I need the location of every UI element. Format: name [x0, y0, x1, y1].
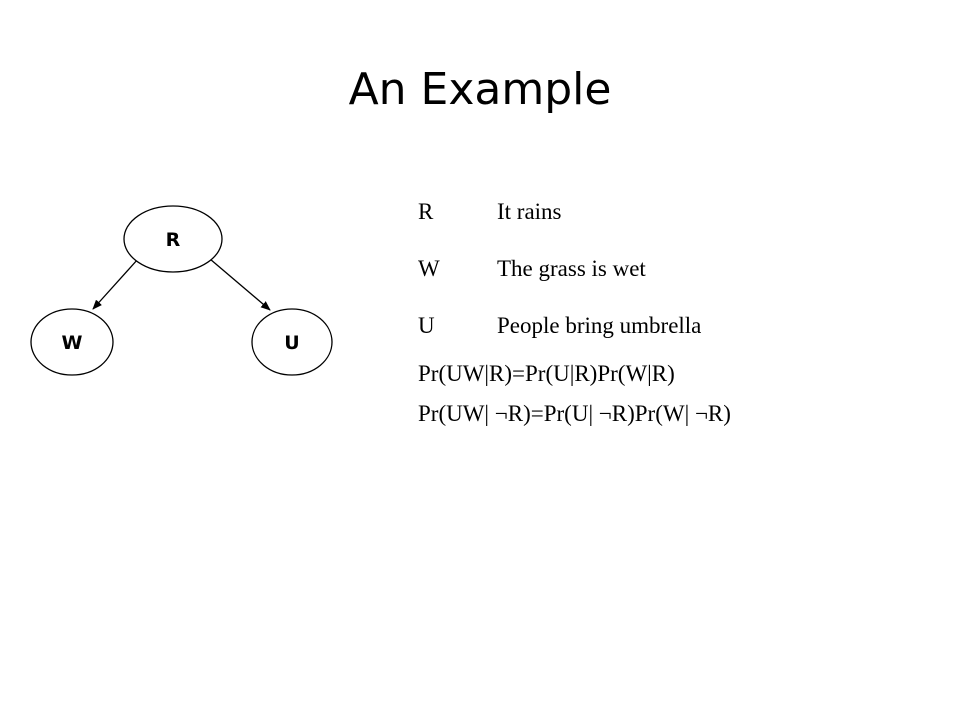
- node-w-label: W: [62, 332, 83, 354]
- variable-symbol: U: [418, 313, 435, 338]
- edge-r-to-u: [209, 258, 271, 311]
- variable-description: People bring umbrella: [497, 313, 702, 338]
- variable-definitions: R It rains W The grass is wet U People b…: [418, 198, 701, 369]
- formula-given-not-r: Pr(UW| ¬R)=Pr(U| ¬R)Pr(W| ¬R): [418, 401, 731, 426]
- node-w: W: [30, 308, 114, 376]
- variable-row-r: R It rains: [418, 198, 701, 226]
- node-u-label: U: [284, 332, 299, 354]
- node-u: U: [251, 308, 333, 376]
- variable-row-u: U People bring umbrella: [418, 312, 701, 340]
- formula-given-r: Pr(UW|R)=Pr(U|R)Pr(W|R): [418, 361, 675, 386]
- node-r: R: [123, 205, 223, 273]
- slide-title: An Example: [348, 64, 612, 115]
- variable-description: The grass is wet: [497, 256, 646, 281]
- variable-symbol: R: [418, 199, 434, 224]
- node-r-label: R: [166, 229, 181, 251]
- variable-symbol: W: [418, 256, 440, 281]
- variable-row-w: W The grass is wet: [418, 255, 701, 283]
- variable-description: It rains: [497, 199, 562, 224]
- edge-r-to-w: [92, 258, 139, 310]
